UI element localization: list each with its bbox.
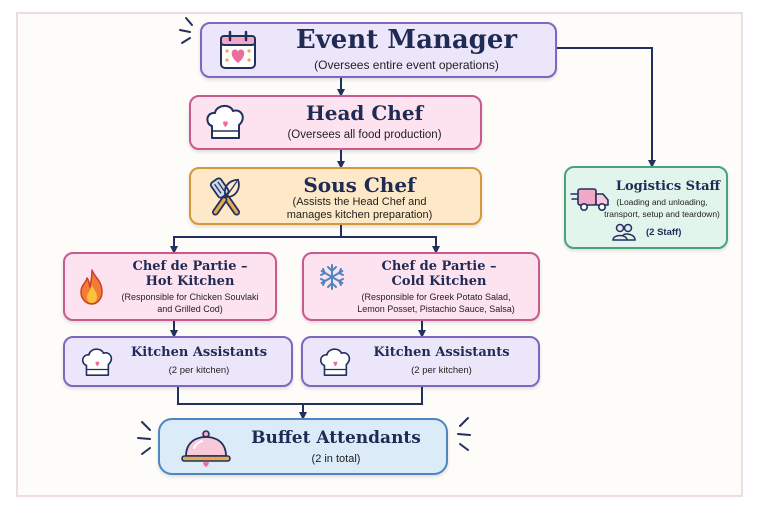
hot-kitchen-title-line-2: Hot Kitchen (145, 274, 235, 289)
event-manager-title: Event Manager (295, 25, 518, 55)
cold-kitchen-title-line-2: Cold Kitchen (391, 274, 487, 289)
hot-kitchen-title-line-1: Chef de Partie – (132, 259, 248, 274)
connector-assistants-merge (177, 387, 423, 405)
event-manager-node: Event Manager (Oversees entire event ope… (200, 22, 557, 78)
food-cloche-icon (181, 430, 231, 467)
whisk-spatula-icon (209, 177, 241, 216)
sparkle-lines-top (179, 17, 193, 44)
hot-kitchen-node: Chef de Partie – Hot Kitchen (Responsibl… (63, 252, 277, 321)
kitchen-assistants-left-subtitle: (2 per kitchen) (168, 365, 230, 376)
flame-icon (80, 269, 103, 305)
chef-hat-icon (320, 348, 351, 376)
kitchen-assistants-right-title: Kitchen Assistants (373, 345, 510, 360)
chef-hat-icon (82, 348, 113, 376)
connector-manager-logistics (557, 47, 656, 168)
delivery-truck-icon (570, 188, 609, 211)
kitchen-assistants-right-node: Kitchen Assistants (2 per kitchen) (301, 336, 540, 387)
sparkle-lines-right (457, 417, 471, 451)
sous-chef-node: Sous Chef (Assists the Head Chef and man… (189, 167, 482, 225)
snowflake-icon (320, 264, 344, 290)
logistics-subtitle-line-1: (Loading and unloading, (616, 197, 708, 207)
head-chef-node: Head Chef (Oversees all food production) (189, 95, 482, 150)
logistics-staff-node: Logistics Staff (Loading and unloading, … (564, 166, 728, 249)
kitchen-assistants-left-node: Kitchen Assistants (2 per kitchen) (63, 336, 293, 387)
chef-hat-icon (206, 105, 244, 139)
logistics-subtitle-line-2: transport, setup and teardown) (604, 209, 720, 219)
calendar-heart-icon (220, 30, 256, 69)
logistics-title: Logistics Staff (615, 179, 721, 194)
event-manager-subtitle: (Oversees entire event operations) (314, 58, 499, 72)
cold-kitchen-subtitle-line-2: Lemon Posset, Pistachio Sauce, Salsa) (357, 304, 515, 314)
cold-kitchen-subtitle-line-1: (Responsible for Greek Potato Salad, (361, 292, 511, 302)
head-chef-subtitle: (Oversees all food production) (287, 129, 442, 141)
buffet-attendants-subtitle: (2 in total) (311, 453, 361, 465)
people-icon (612, 223, 636, 241)
kitchen-assistants-right-subtitle: (2 per kitchen) (411, 365, 472, 376)
sous-chef-title: Sous Chef (303, 173, 416, 197)
buffet-attendants-node: Buffet Attendants (2 in total) (158, 418, 448, 475)
sous-chef-subtitle-line-1: (Assists the Head Chef and (292, 196, 427, 208)
connector-souschef-split (170, 225, 342, 254)
cold-kitchen-node: Chef de Partie – Cold Kitchen (Responsib… (302, 252, 540, 321)
sparkle-lines-left (137, 421, 151, 455)
hot-kitchen-subtitle-line-2: and Grilled Cod) (157, 304, 223, 314)
sous-chef-subtitle-line-2: manages kitchen preparation) (286, 209, 433, 221)
logistics-staff-count: (2 Staff) (646, 227, 682, 238)
head-chef-title: Head Chef (305, 101, 424, 125)
hot-kitchen-subtitle-line-1: (Responsible for Chicken Souvlaki (121, 292, 259, 302)
kitchen-assistants-left-title: Kitchen Assistants (130, 345, 268, 360)
connector-souschef-cold (341, 236, 440, 254)
cold-kitchen-title-line-1: Chef de Partie – (381, 259, 497, 274)
buffet-attendants-title: Buffet Attendants (251, 428, 421, 448)
